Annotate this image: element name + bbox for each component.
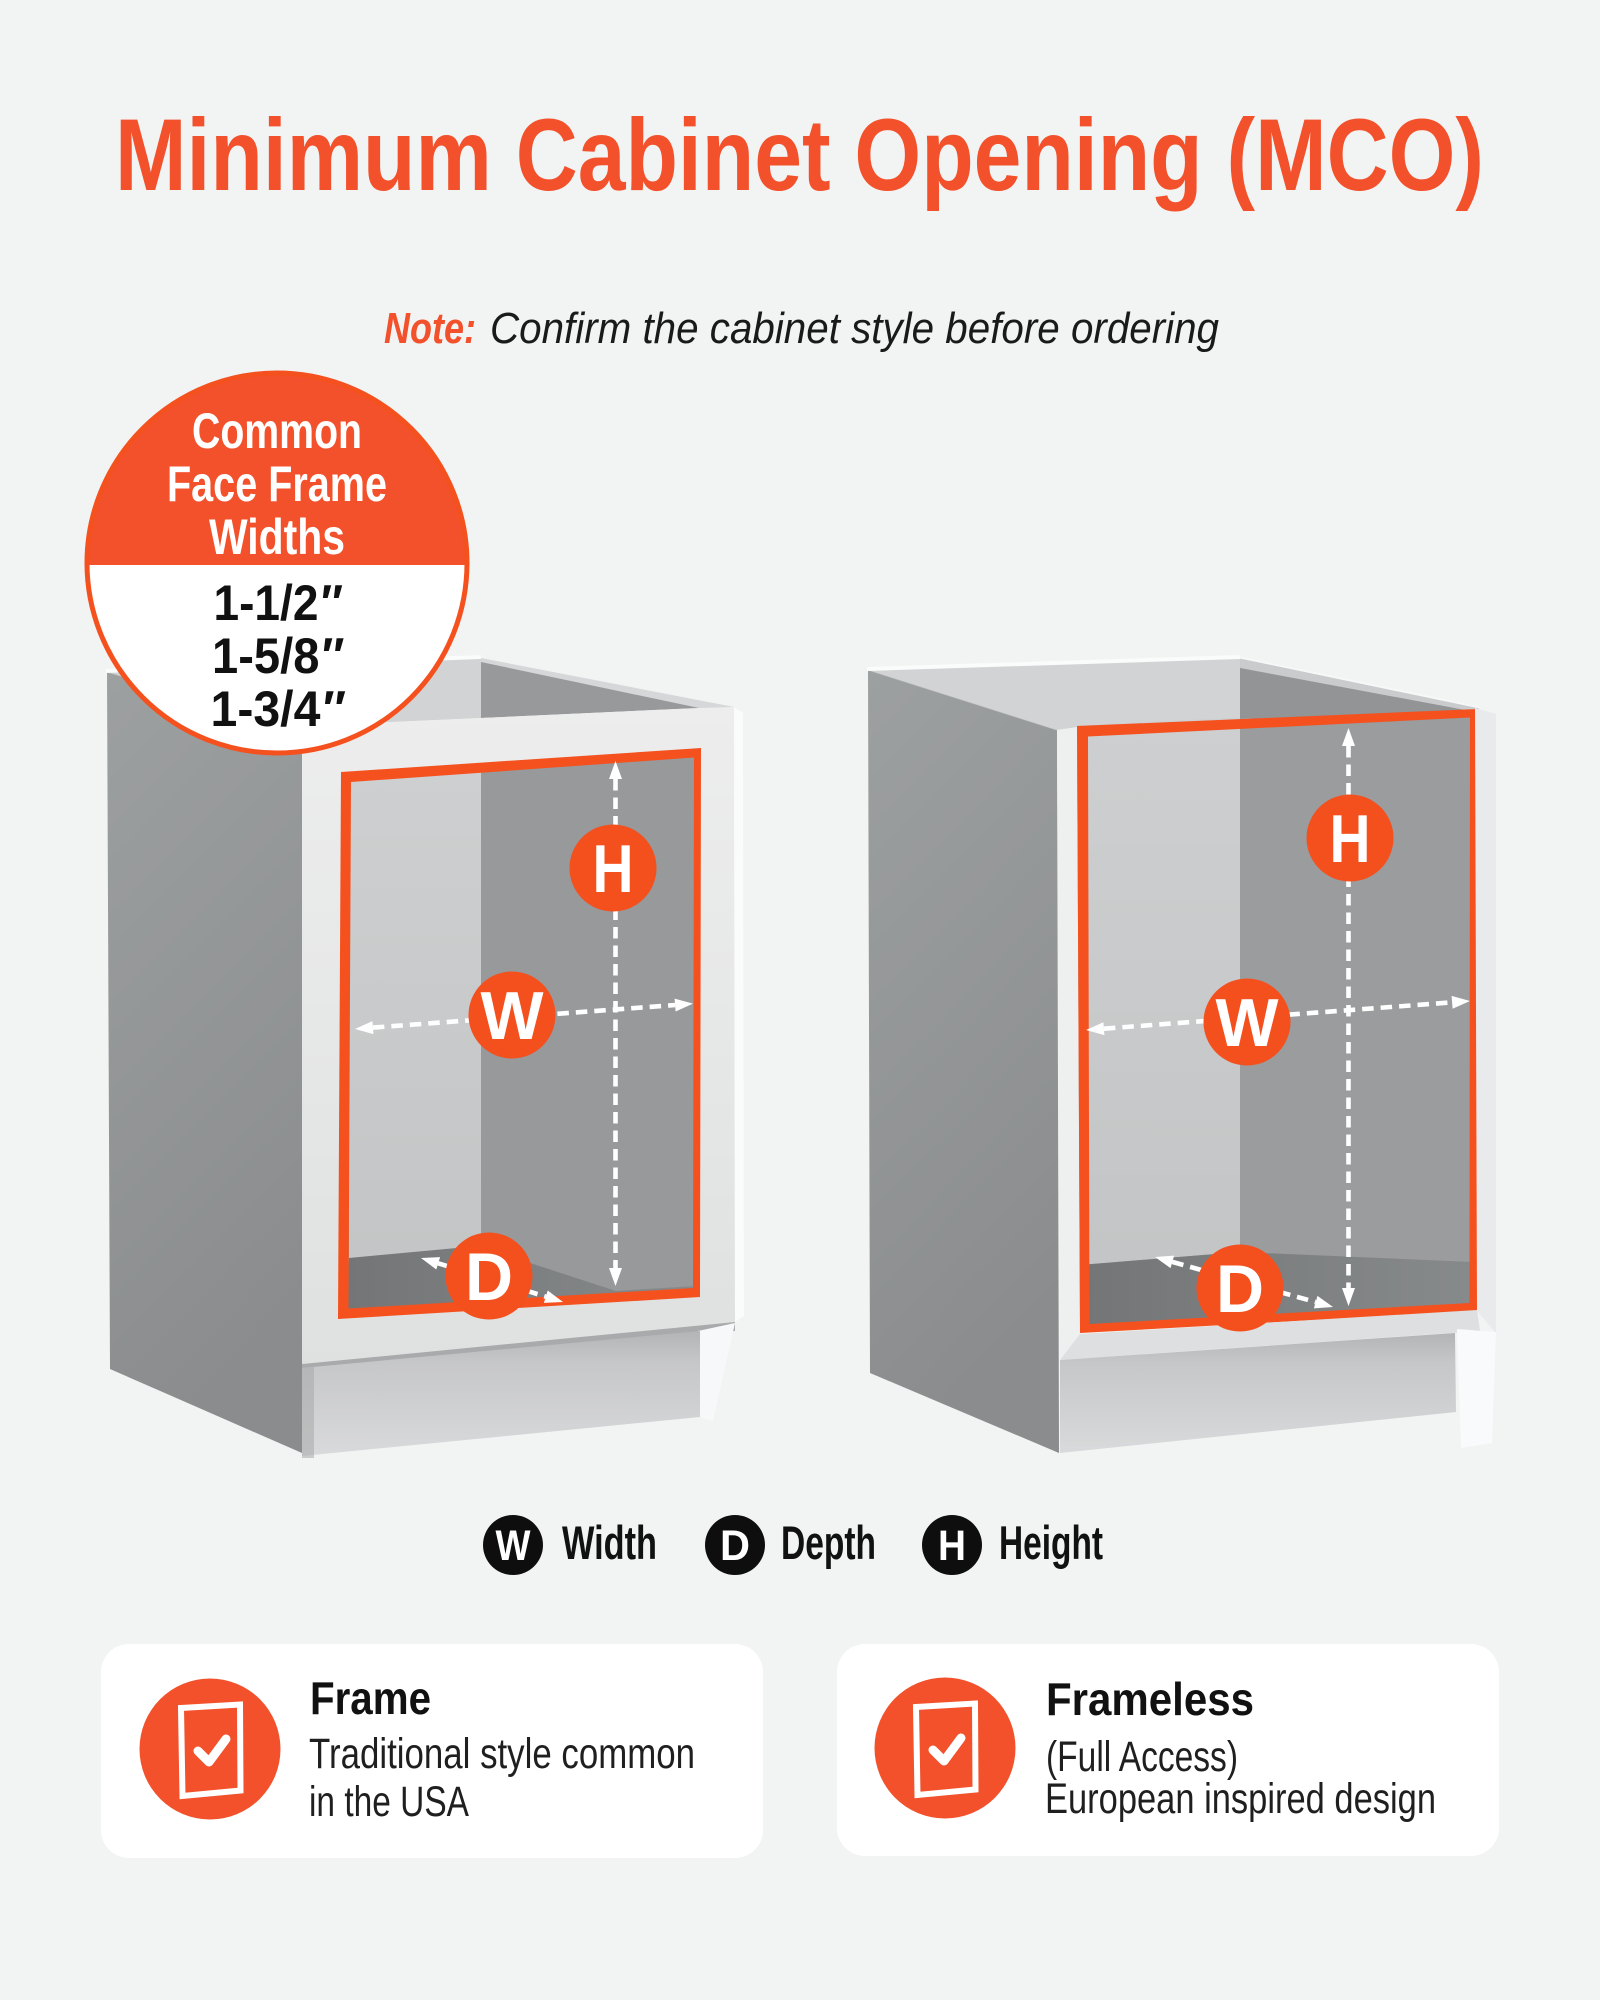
svg-text:W: W xyxy=(496,1522,531,1570)
svg-text:H: H xyxy=(593,831,634,907)
svg-text:W: W xyxy=(481,978,545,1054)
svg-text:in the USA: in the USA xyxy=(309,1778,469,1826)
svg-text:1-1/2″: 1-1/2″ xyxy=(214,575,343,631)
svg-text:W: W xyxy=(1216,985,1280,1061)
svg-text:D: D xyxy=(720,1522,750,1570)
svg-text:Depth: Depth xyxy=(781,1516,876,1569)
svg-text:H: H xyxy=(938,1522,966,1570)
svg-text:Common: Common xyxy=(192,403,362,459)
svg-text:Note:: Note: xyxy=(384,304,476,353)
svg-text:Confirm the cabinet style befo: Confirm the cabinet style before orderin… xyxy=(490,304,1219,353)
svg-text:(Full Access): (Full Access) xyxy=(1046,1733,1238,1781)
svg-text:1-5/8″: 1-5/8″ xyxy=(212,628,344,684)
svg-text:Minimum Cabinet Opening (MCO): Minimum Cabinet Opening (MCO) xyxy=(115,98,1484,212)
svg-text:D: D xyxy=(1216,1251,1264,1327)
svg-text:Frame: Frame xyxy=(310,1672,431,1724)
svg-text:European inspired design: European inspired design xyxy=(1045,1775,1436,1823)
svg-text:Frameless: Frameless xyxy=(1046,1673,1254,1725)
svg-text:D: D xyxy=(465,1239,513,1315)
svg-text:Width: Width xyxy=(562,1516,657,1569)
svg-text:H: H xyxy=(1330,801,1371,877)
svg-text:Face Frame: Face Frame xyxy=(167,456,387,512)
svg-text:Traditional style common: Traditional style common xyxy=(309,1730,695,1778)
svg-text:1-3/4″: 1-3/4″ xyxy=(211,681,346,737)
svg-text:Widths: Widths xyxy=(209,509,345,565)
svg-text:Height: Height xyxy=(999,1516,1103,1569)
